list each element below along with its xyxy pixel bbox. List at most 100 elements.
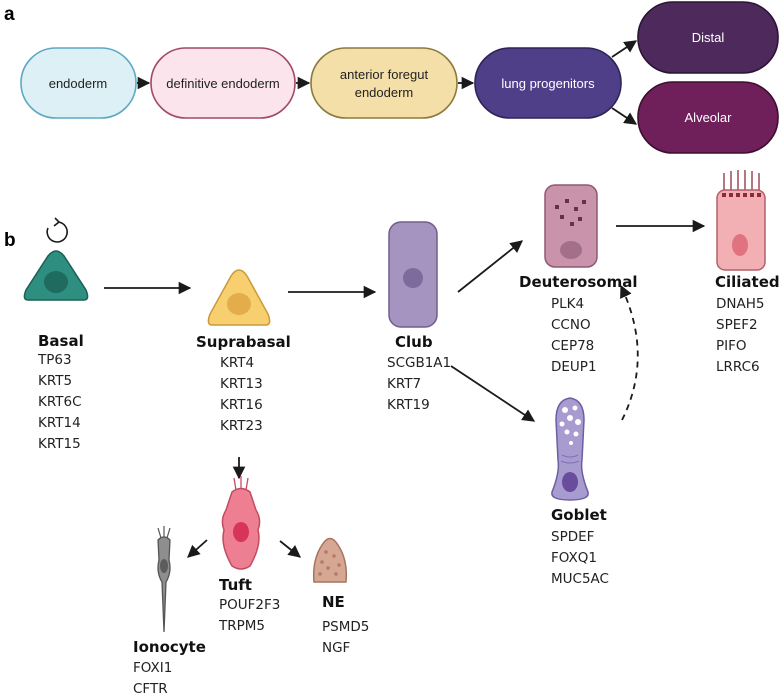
stage-distal-label: Distal (692, 30, 725, 45)
ciliated-marker: LRRC6 (716, 359, 760, 375)
mucin-granule (575, 419, 581, 425)
mucin-granule (573, 431, 579, 437)
mucin-granule (569, 441, 573, 445)
club-markers: SCGB1A1 KRT7 KRT19 (387, 355, 451, 413)
ne-granule (332, 554, 336, 558)
differentiation-arrows (104, 219, 706, 558)
club-marker: KRT19 (387, 397, 430, 413)
ciliated-marker: DNAH5 (716, 296, 764, 312)
cilia (723, 170, 760, 192)
ionocyte-cell-nucleus (160, 559, 168, 573)
deuterosome-dot (578, 217, 582, 221)
arrow-club-to-goblet (450, 365, 536, 422)
deuterosomal-marker: CEP78 (551, 338, 594, 354)
basal-markers: TP63 KRT5 KRT6C KRT14 KRT15 (37, 352, 82, 452)
ionocyte-cell-body (157, 536, 171, 633)
ciliated-cell-body (716, 189, 766, 271)
suprabasal-title: Suprabasal (196, 333, 291, 351)
basal-body (743, 193, 747, 197)
stage-anterior-foregut-endoderm: anterior foregut endoderm (310, 47, 458, 119)
ionocyte-marker: FOXI1 (133, 660, 172, 676)
suprabasal-cell-nucleus (227, 293, 251, 315)
ciliated-cell-nucleus (732, 234, 748, 256)
tuft-cell-icon (221, 476, 261, 570)
ne-granules (318, 550, 341, 576)
deuterosome-dot (565, 199, 569, 203)
stage-definitive-endoderm-label: definitive endoderm (166, 76, 279, 91)
deuterosomal-cell-icon (544, 184, 598, 268)
ionocyte-title: Ionocyte (133, 638, 206, 656)
arrow-progenitors-to-distal (611, 40, 638, 58)
ciliated-markers: DNAH5 SPEF2 PIFO LRRC6 (716, 296, 764, 375)
basal-title: Basal (38, 332, 84, 350)
ciliated-marker: PIFO (716, 338, 747, 354)
tuft-markers: POUF2F3 TRPM5 (218, 597, 280, 634)
basal-bodies (722, 193, 761, 197)
suprabasal-markers: KRT4 KRT13 KRT16 KRT23 (220, 355, 263, 434)
goblet-cell-nucleus (562, 472, 578, 492)
ionocyte-apical-processes (157, 526, 171, 539)
ionocyte-marker: CFTR (133, 681, 168, 697)
deuterosome-dot (570, 222, 574, 226)
deuterosome-dot (574, 207, 578, 211)
goblet-cell-icon (551, 397, 589, 501)
stage-lung-progenitors-label: lung progenitors (501, 76, 595, 91)
basal-marker: KRT15 (38, 436, 81, 452)
goblet-markers: SPDEF FOXQ1 MUC5AC (551, 529, 609, 587)
ionocyte-cell-icon (157, 526, 171, 633)
ne-granule (320, 560, 324, 564)
basal-body (736, 193, 740, 197)
tuft-marker: TRPM5 (218, 618, 265, 634)
suprabasal-marker: KRT13 (220, 376, 263, 392)
ne-marker: NGF (322, 640, 350, 656)
self-renewal-icon (46, 217, 68, 243)
ne-granule (318, 572, 322, 576)
deuterosome-dot (582, 200, 586, 204)
deuterosomal-markers: PLK4 CCNO CEP78 DEUP1 (551, 296, 597, 375)
club-title: Club (395, 333, 433, 351)
stage-lung-progenitors-box (474, 47, 622, 119)
club-marker: KRT7 (387, 376, 421, 392)
club-cell-nucleus (403, 268, 423, 288)
ne-cell-body (312, 537, 348, 583)
deuterosomal-marker: CCNO (551, 317, 591, 333)
panel-a-label: a (4, 4, 15, 25)
tuft-marker: POUF2F3 (219, 597, 280, 613)
golgi-line (561, 454, 579, 458)
deuterosomal-cell-nucleus (560, 241, 582, 259)
self-renewal-arrowhead (53, 217, 61, 227)
ionocyte-process (157, 527, 162, 539)
deuterosome-dot (560, 215, 564, 219)
deuterosomal-title: Deuterosomal (519, 273, 637, 291)
arrow-tuft-to-ne (279, 540, 301, 558)
basal-body (757, 193, 761, 197)
basal-body (729, 193, 733, 197)
ciliated-title: Ciliated (715, 273, 780, 291)
deuterosome-dots (555, 199, 586, 226)
stage-endoderm-box (20, 47, 137, 119)
deuterosomal-marker: DEUP1 (551, 359, 597, 375)
ne-granule (334, 572, 338, 576)
goblet-marker: SPDEF (551, 529, 594, 545)
ionocyte-process (166, 527, 171, 539)
goblet-marker: MUC5AC (551, 571, 609, 587)
mucin-granule (567, 415, 573, 421)
golgi-line (560, 460, 580, 464)
basal-body (750, 193, 754, 197)
mucin-granule (572, 405, 578, 411)
ionocyte-markers: FOXI1 CFTR (133, 660, 172, 697)
arrow-progenitors-to-alveolar (611, 107, 638, 125)
ne-title: NE (322, 593, 345, 611)
ciliated-cell-icon (716, 170, 766, 271)
stage-alveolar-box (637, 81, 779, 154)
basal-marker: KRT6C (38, 394, 82, 410)
basal-body (722, 193, 726, 197)
club-cell-icon (388, 221, 438, 328)
stage-anterior-foregut-line1: anterior foregut (340, 67, 429, 82)
suprabasal-marker: KRT4 (220, 355, 254, 371)
tuft-cell-nucleus (233, 522, 249, 542)
mucin-granule (559, 421, 565, 427)
basal-marker: KRT14 (38, 415, 81, 431)
basal-cell-nucleus (44, 271, 68, 293)
